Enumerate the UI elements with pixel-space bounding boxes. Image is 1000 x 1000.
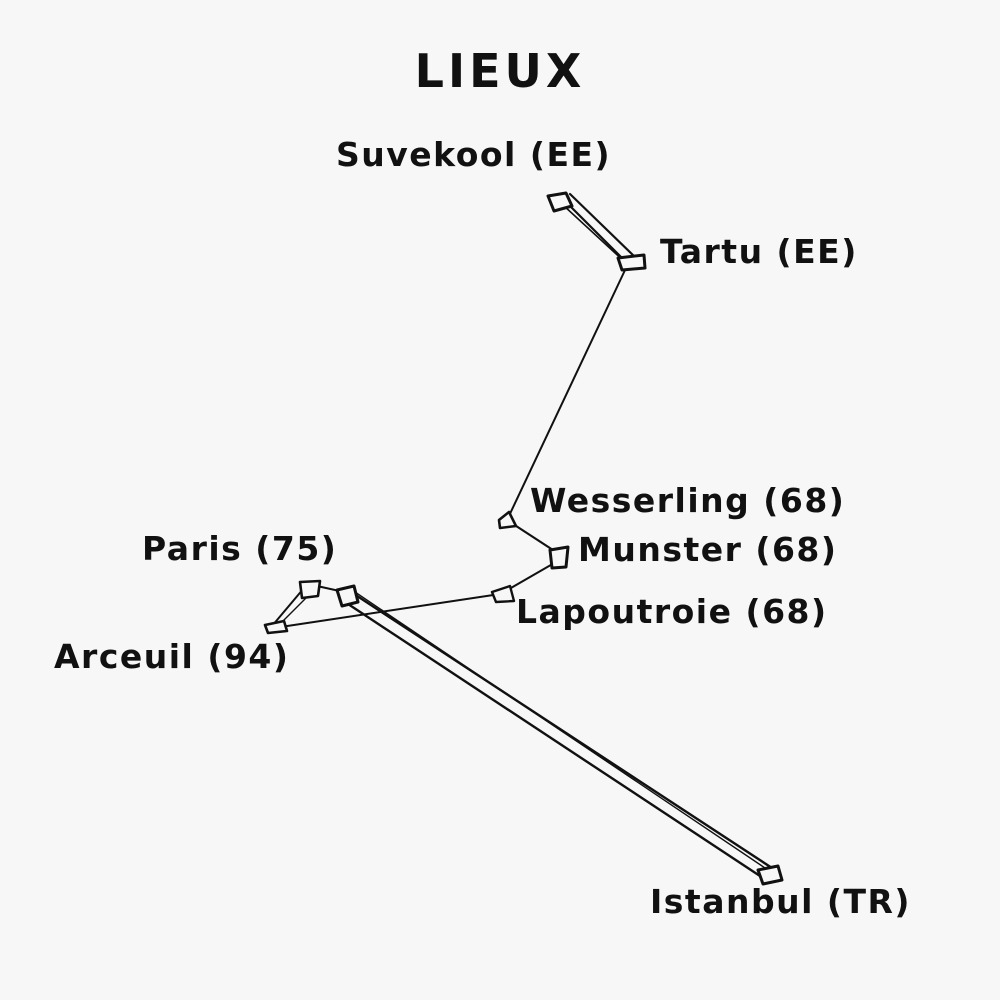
label-lapoutroie: Lapoutroie (68) xyxy=(516,592,828,631)
label-wesserling: Wesserling (68) xyxy=(530,481,846,520)
node-wesserling-marker xyxy=(497,510,518,530)
label-suvekool: Suvekool (EE) xyxy=(336,135,612,174)
diagram-title: LIEUX xyxy=(414,44,586,98)
label-munster: Munster (68) xyxy=(578,530,838,569)
node-paris-marker xyxy=(298,579,322,600)
node-munster-marker xyxy=(548,545,570,570)
segment-wesserling-munster xyxy=(508,520,558,554)
segment-tartu-wesserling xyxy=(507,267,627,519)
segment-arceuil-paris xyxy=(271,587,305,627)
node-istanbul-marker xyxy=(756,864,784,886)
label-arceuil: Arceuil (94) xyxy=(54,637,290,676)
label-istanbul: Istanbul (TR) xyxy=(650,882,911,921)
node-paris-box-marker xyxy=(335,584,360,608)
segment-munster-lapoutroie xyxy=(503,561,557,593)
node-tartu-marker xyxy=(616,253,647,272)
label-tartu: Tartu (EE) xyxy=(660,232,858,271)
label-paris: Paris (75) xyxy=(142,529,338,568)
segment-lapoutroie-arceuil xyxy=(273,593,501,629)
node-lapoutroie-marker xyxy=(490,584,516,604)
segment-paris-istanbul xyxy=(340,588,775,878)
node-arceuil-marker xyxy=(263,619,289,635)
node-suvekool-marker xyxy=(546,191,574,213)
